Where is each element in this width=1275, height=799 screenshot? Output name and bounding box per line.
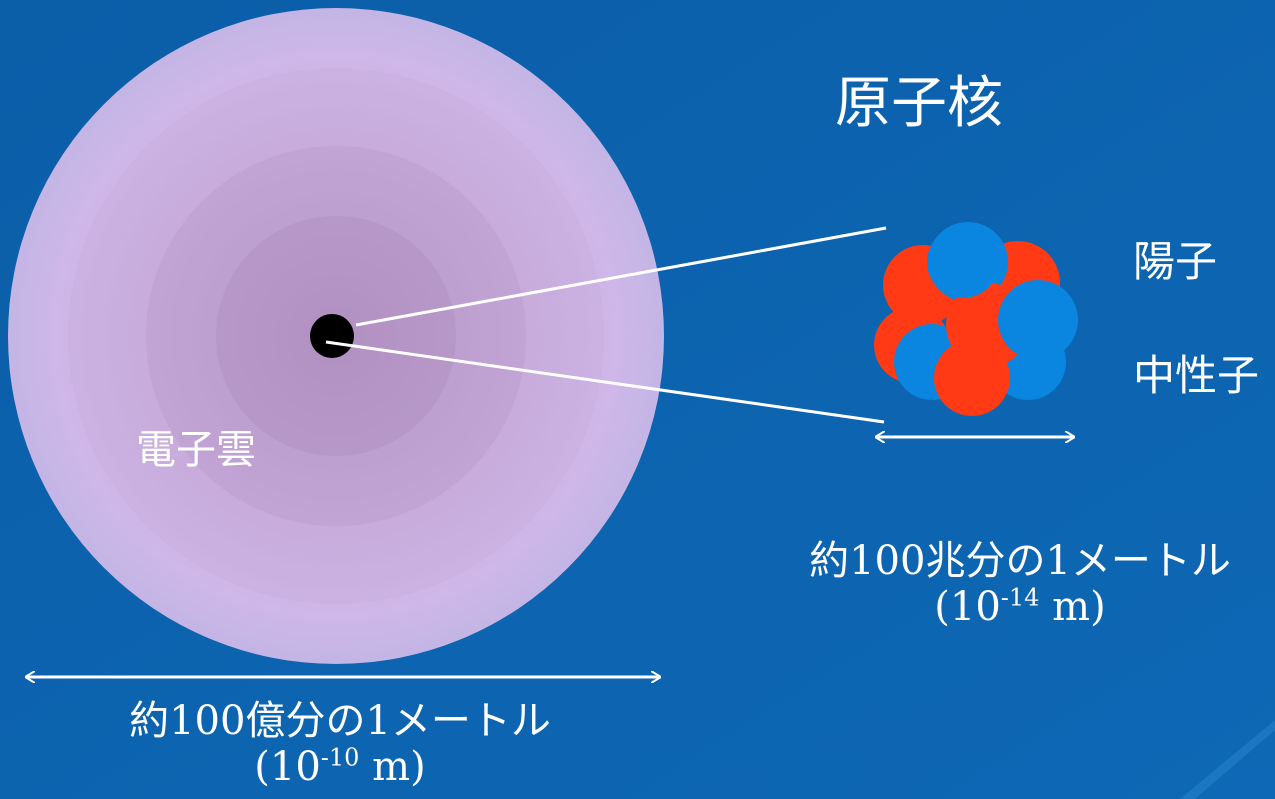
nucleus-scale-unit: m) [1039, 584, 1106, 630]
neutron [998, 280, 1078, 360]
nucleus-dot [310, 314, 354, 358]
nucleus-scale-exponent: -14 [1000, 583, 1040, 612]
corner-decoration [1180, 720, 1275, 799]
neutron-label: 中性子 [1133, 351, 1260, 400]
zoom-line-upper [355, 226, 887, 327]
neutron [927, 226, 999, 298]
atom-scale-caption: 約100億分の1メートル (10-10 m) [60, 698, 620, 790]
nucleus-cluster [874, 222, 1078, 416]
nucleus-scale-text: 約100兆分の1メートル [809, 538, 1231, 584]
atom-scale-unit: m) [359, 744, 426, 790]
nucleus-scale-notation: (10-14 m) [770, 584, 1270, 630]
nucleus-scale-base: (10 [934, 584, 1001, 630]
atom-scale-exponent: -10 [320, 743, 360, 772]
proton-label: 陽子 [1133, 237, 1218, 286]
zoom-line-lower [325, 340, 885, 424]
atom-scale-text: 約100億分の1メートル [129, 698, 551, 744]
atom-scale-base: (10 [254, 744, 321, 790]
electron-cloud-label: 電子雲 [136, 427, 256, 473]
nucleus-title: 原子核 [835, 71, 1003, 136]
nucleus-scale-caption: 約100兆分の1メートル (10-14 m) [770, 538, 1270, 630]
proton [934, 340, 1010, 416]
atom-scale-notation: (10-10 m) [60, 744, 620, 790]
